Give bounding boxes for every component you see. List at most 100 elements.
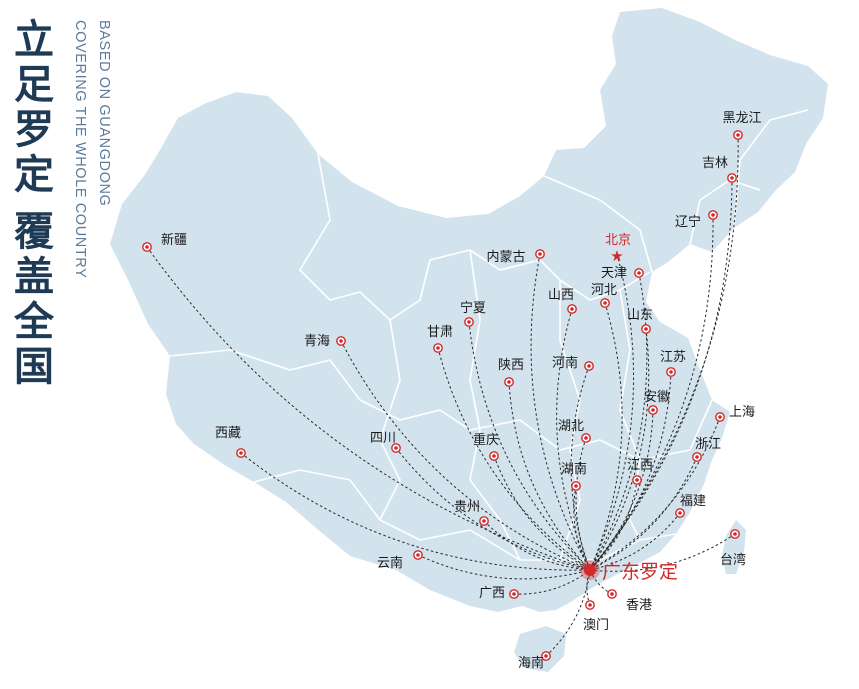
place-label-neimenggu: 内蒙古	[486, 249, 525, 265]
route-line-jiangxi	[589, 479, 638, 571]
place-label-zhejiang: 浙江	[695, 437, 721, 452]
location-pin-center	[416, 553, 420, 557]
route-line-hubei	[575, 437, 591, 571]
location-pin-center	[733, 532, 737, 536]
route-line-qinghai	[340, 340, 591, 571]
hainan-shape	[514, 626, 566, 672]
route-line-fujian	[589, 512, 681, 571]
location-pin-center	[730, 176, 734, 180]
location-pin-center	[492, 454, 496, 458]
location-pin-center	[544, 654, 548, 658]
route-line-zhejiang	[589, 456, 698, 571]
route-line-henan	[570, 365, 591, 571]
location-pin-center	[637, 271, 641, 275]
route-line-shaanxi	[508, 381, 591, 571]
location-pin-center	[587, 364, 591, 368]
route-line-guangxi	[513, 569, 591, 595]
place-label-guangxi: 广西	[479, 586, 505, 601]
place-label-guizhou: 贵州	[454, 500, 480, 515]
route-lines	[146, 134, 739, 657]
place-label-aomen: 澳门	[583, 617, 609, 633]
origin-dot	[584, 564, 596, 576]
route-line-gansu	[437, 347, 591, 571]
route-line-hebei	[589, 302, 623, 571]
place-label-hubei: 湖北	[558, 419, 584, 434]
location-pin-center	[610, 592, 614, 596]
place-label-xinjiang: 新疆	[161, 232, 187, 248]
route-line-chongqing	[493, 455, 591, 571]
location-pin-center	[467, 320, 471, 324]
location-pin-center	[538, 252, 542, 256]
location-pin-center	[507, 380, 511, 384]
location-pin-center	[394, 446, 398, 450]
place-label-xianggang: 香港	[626, 598, 652, 613]
place-label-shaanxi: 陕西	[498, 358, 524, 373]
location-pin-center	[603, 301, 607, 305]
origin-marker: 广东罗定	[580, 560, 678, 583]
place-label-liaoning: 辽宁	[675, 214, 701, 230]
location-pin-center	[736, 133, 740, 137]
location-pin-center	[718, 415, 722, 419]
place-label-gansu: 甘肃	[427, 325, 453, 340]
route-line-guizhou	[483, 520, 591, 571]
location-pin-center	[584, 436, 588, 440]
place-label-chongqing: 重庆	[473, 432, 499, 448]
place-label-qinghai: 青海	[304, 334, 330, 349]
location-pin-center	[239, 451, 243, 455]
location-pin-center	[644, 327, 648, 331]
place-label-fujian: 福建	[680, 494, 706, 509]
location-pin-center	[651, 408, 655, 412]
location-pin-center	[588, 603, 592, 607]
place-label-hainan: 海南	[518, 655, 544, 671]
location-pin-center	[339, 339, 343, 343]
place-label-jiangsu: 江苏	[660, 349, 686, 365]
route-line-ningxia	[468, 321, 591, 571]
place-label-heilongjiang: 黑龙江	[722, 111, 761, 126]
location-pin-center	[635, 478, 639, 482]
route-line-liaoning	[589, 214, 714, 571]
place-label-xizang: 西藏	[215, 426, 241, 441]
place-label-taiwan: 台湾	[720, 552, 746, 568]
headline: 立足罗定 覆盖全国	[8, 18, 60, 390]
star-icon: ★	[610, 247, 623, 265]
place-label-yunnan: 云南	[377, 555, 403, 571]
location-pin-center	[482, 519, 486, 523]
route-line-sichuan	[395, 447, 591, 571]
place-label-shanghai: 上海	[729, 405, 755, 420]
route-line-xizang	[240, 452, 591, 571]
place-label-henan: 河南	[552, 355, 578, 371]
land-layer	[110, 8, 828, 672]
china-mainland-shape	[110, 8, 828, 612]
place-label-hunan: 湖南	[561, 461, 587, 477]
route-line-taiwan	[589, 533, 736, 572]
subline-line1: BASED ON GUANGDONG	[96, 20, 112, 207]
location-pin-center	[669, 370, 673, 374]
route-line-jiangsu	[589, 371, 672, 571]
headline-line1: 立足罗定	[14, 17, 54, 198]
taiwan-shape	[722, 520, 746, 574]
location-pin-center	[678, 511, 682, 515]
headline-line2: 覆盖全国	[14, 209, 54, 390]
place-label-tianjin: 天津	[601, 266, 627, 281]
place-label-jiangxi: 江西	[627, 458, 653, 473]
province-borders	[169, 109, 809, 561]
capital-label: 北京	[605, 233, 631, 248]
place-label-shandong: 山东	[627, 308, 653, 323]
place-label-shanxi: 山西	[548, 288, 574, 303]
location-pin-center	[145, 245, 149, 249]
location-markers: 黑龙江吉林辽宁新疆内蒙古天津河北山西宁夏山东甘肃青海河南陕西江苏安徽上海西藏四川…	[142, 111, 762, 671]
route-line-jilin	[589, 177, 733, 571]
location-pin-center	[711, 213, 715, 217]
route-line-tianjin	[589, 272, 648, 571]
location-pin-center	[695, 455, 699, 459]
place-label-jilin: 吉林	[702, 156, 728, 171]
location-pin-center	[436, 346, 440, 350]
subline-line2: COVERING THE WHOLE COUNTRY	[72, 20, 88, 279]
route-line-shandong	[589, 328, 650, 571]
place-label-ningxia: 宁夏	[460, 300, 486, 316]
place-label-anhui: 安徽	[644, 390, 670, 405]
place-label-hebei: 河北	[591, 283, 617, 298]
route-line-beijing	[589, 253, 635, 571]
route-line-hainan	[545, 569, 591, 657]
